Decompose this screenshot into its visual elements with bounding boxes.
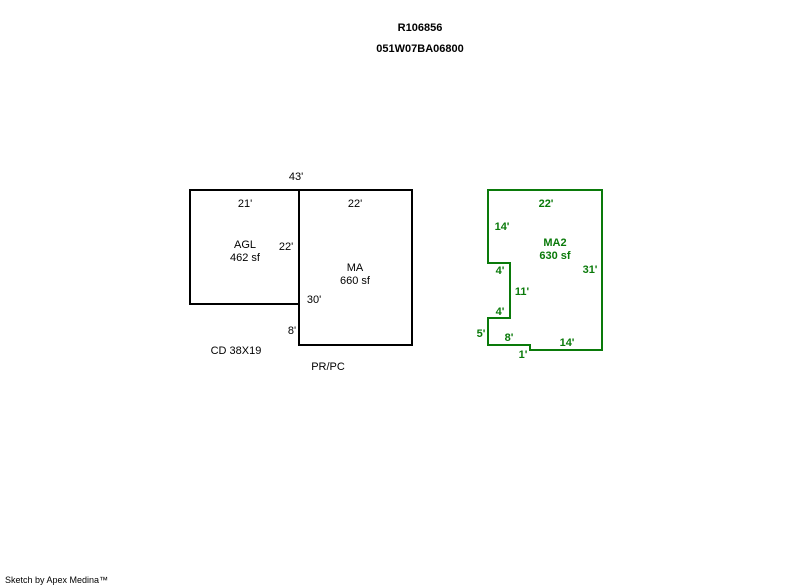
area-label-ma2: MA2 630 sf xyxy=(539,237,570,263)
ma-outline xyxy=(298,189,413,346)
note-pr: PR/PC xyxy=(311,361,345,373)
dim-ma2: 14' xyxy=(559,337,575,349)
dim-agl-top: 21' xyxy=(237,198,253,210)
dim-ma2: 11' xyxy=(514,286,530,298)
dim-agl-right: 22' xyxy=(278,241,294,253)
dim-ma2: 8' xyxy=(504,332,514,344)
dim-overall-top: 43' xyxy=(288,171,304,183)
dim-ma2: 14' xyxy=(494,221,510,233)
area-label-ma: MA 660 sf xyxy=(340,262,370,288)
area-label-agl: AGL 462 sf xyxy=(230,239,260,265)
dim-ma-top: 22' xyxy=(347,198,363,210)
dim-ma-left: 30' xyxy=(306,294,322,306)
dim-ma2: 31' xyxy=(582,264,598,276)
area-code: MA xyxy=(346,262,364,274)
dim-ma2: 4' xyxy=(495,306,505,318)
ma2-outline xyxy=(487,189,603,351)
map-number: 051W07BA06800 xyxy=(376,43,464,55)
area-code: MA2 xyxy=(543,237,567,249)
dim-ma2: 4' xyxy=(495,265,505,277)
area-size: 630 sf xyxy=(539,250,571,262)
area-code: AGL xyxy=(233,239,256,251)
note-cd: CD 38X19 xyxy=(210,345,262,357)
dim-ma2: 22' xyxy=(538,198,554,210)
area-size: 660 sf xyxy=(340,275,370,287)
footer-credit: Sketch by Apex Medina™ xyxy=(5,575,109,585)
area-size: 462 sf xyxy=(230,252,260,264)
dim-ma2: 5' xyxy=(476,328,486,340)
dim-ma2: 1' xyxy=(518,349,528,361)
parcel-id: R106856 xyxy=(397,22,443,34)
dim-left-lower: 8' xyxy=(287,325,297,337)
